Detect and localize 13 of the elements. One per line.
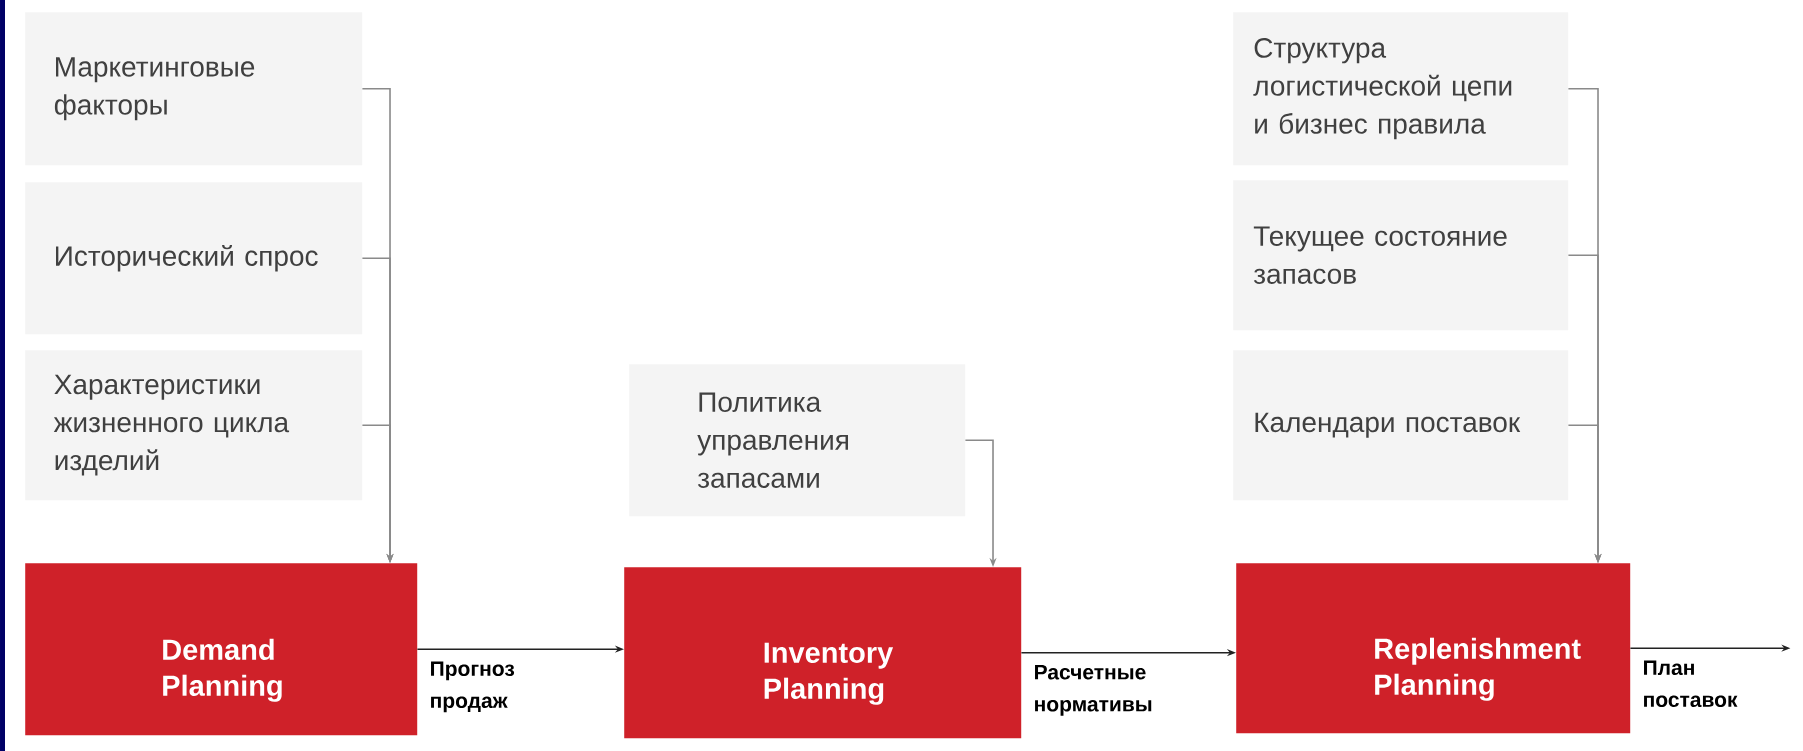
input-box: Характеристики жизненного цикла изделий [25,350,363,501]
input-box: Календари поставок [1233,350,1569,501]
edge-label: План поставок [1644,660,1738,708]
process-box: Inventory Planning [624,567,1022,739]
input-box: Исторический спрос [25,182,363,335]
input-box: Структура логистической цепи и бизнес правила [1233,12,1569,166]
input-box: Маркетинговые факторы [25,12,363,166]
edge-label: Расчетные нормативы [1035,664,1152,716]
input-box: Политика управления запасами [629,364,966,517]
input-box: Текущее состояние запасов [1233,180,1569,331]
process-box: Demand Planning [25,563,418,736]
edge-label: Прогноз продаж [431,661,515,713]
process-box: Replenishment Planning [1236,563,1631,734]
